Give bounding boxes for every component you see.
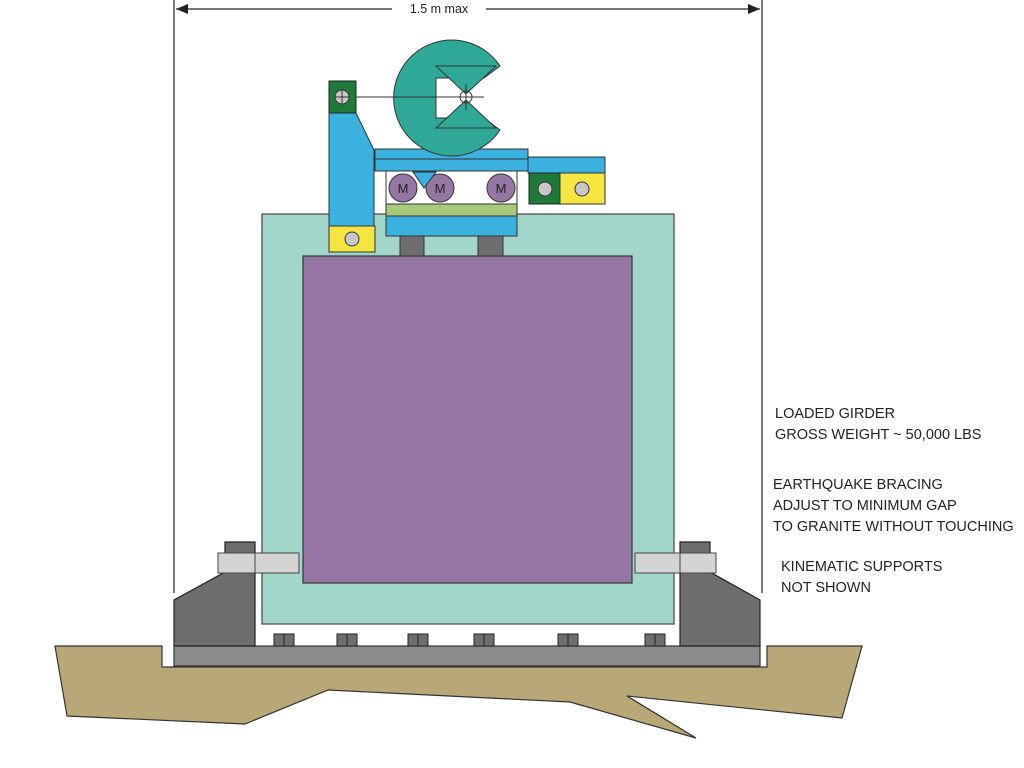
dimension-lines	[173, 0, 763, 593]
girder-post-right	[477, 234, 504, 257]
c-clamp-body	[393, 39, 501, 157]
motor-right: M	[486, 173, 516, 203]
dimension-arrow-right	[748, 4, 760, 14]
side-arm	[527, 156, 606, 174]
motor-label: M	[435, 181, 446, 196]
green-plate	[385, 203, 518, 217]
annotation-supports: KINEMATIC SUPPORTS NOT SHOWN	[781, 559, 946, 596]
left-bracket	[328, 112, 375, 227]
earthquake-bracing-right	[634, 541, 761, 647]
motor-left: M	[388, 173, 418, 203]
annotation-girder: LOADED GIRDER GROSS WEIGHT ~ 50,000 LBS	[775, 406, 981, 443]
motor-label: M	[398, 181, 409, 196]
dimension-arrow-left	[176, 4, 188, 14]
bracing-bolt-right	[634, 552, 717, 574]
granite-feet	[273, 633, 666, 647]
blue-mount-plate	[385, 215, 518, 237]
motor-middle: M	[425, 173, 455, 203]
ground	[54, 645, 863, 739]
yellow-block-right	[559, 172, 606, 205]
bracing-bolt-left	[217, 552, 300, 574]
top-plate-lower	[374, 158, 529, 172]
girder-post-left	[399, 234, 425, 257]
girder	[302, 255, 633, 584]
motor-label: M	[496, 181, 507, 196]
earthquake-bracing-left	[173, 541, 300, 647]
wedge-top	[434, 65, 498, 95]
base-plate	[173, 645, 761, 667]
v-groove	[412, 171, 437, 189]
wedge-bottom	[434, 99, 498, 129]
dimension-label: 1.5 m max	[410, 2, 469, 16]
annotation-bracing: EARTHQUAKE BRACING ADJUST TO MINIMUM GAP…	[773, 477, 1014, 535]
